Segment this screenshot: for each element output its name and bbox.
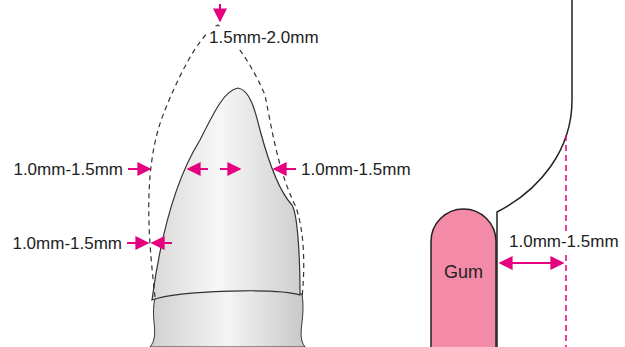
dimension-label: 1.0mm-1.5mm: [300, 160, 412, 179]
dimension-label: 1.5mm-2.0mm: [208, 28, 320, 47]
dimension-label: 1.0mm-1.5mm: [508, 232, 620, 251]
dimension-label: 1.0mm-1.5mm: [11, 234, 123, 253]
dimension-label: 1.0mm-1.5mm: [12, 160, 124, 179]
gum-shape: Gum: [430, 208, 497, 347]
gum-label: Gum: [430, 262, 497, 283]
